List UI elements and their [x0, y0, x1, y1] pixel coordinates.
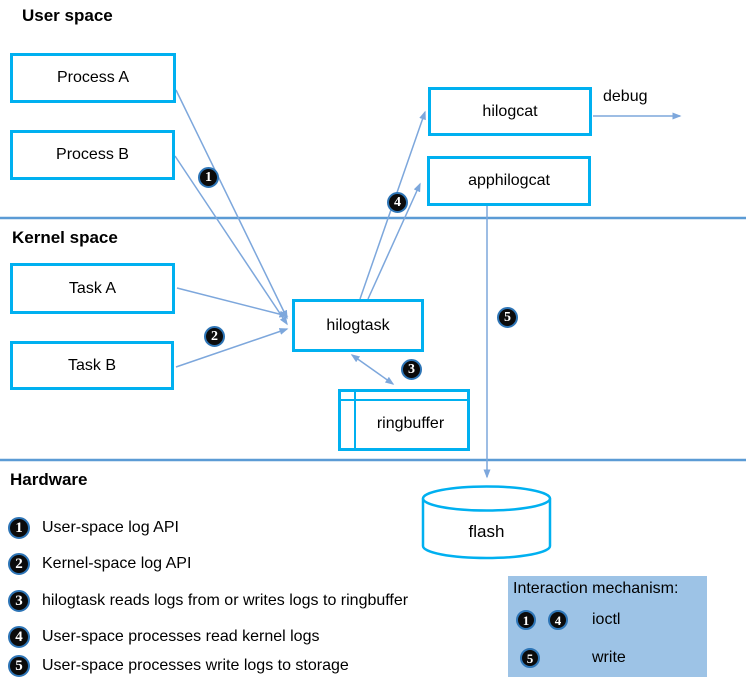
hardware-heading: Hardware: [10, 470, 88, 489]
hilogtask-box: hilogtask: [292, 299, 424, 352]
legend-item-3: 3 hilogtask reads logs from or writes lo…: [8, 590, 408, 612]
legend-5-text: User-space processes write logs to stora…: [42, 657, 349, 674]
process-b-box: Process B: [10, 130, 175, 180]
interaction-mechanism-title: Interaction mechanism:: [513, 580, 679, 597]
step-2-marker: 2: [204, 326, 225, 347]
mechanism-ioctl-badge-1: 1: [516, 610, 536, 630]
kernel-space-heading: Kernel space: [12, 228, 118, 247]
step-3-marker: 3: [401, 359, 422, 380]
interaction-mechanism-box: Interaction mechanism: 1 4 ioctl 5 write: [508, 576, 707, 677]
legend-item-4: 4 User-space processes read kernel logs: [8, 626, 319, 648]
apphilogcat-box: apphilogcat: [427, 156, 591, 206]
step-1-marker: 1: [198, 167, 219, 188]
ringbuffer-label: ringbuffer: [376, 414, 445, 432]
legend-2-text: Kernel-space log API: [42, 555, 192, 572]
task-b-box: Task B: [10, 341, 174, 390]
legend-1-badge: 1: [8, 517, 30, 539]
user-space-heading: User space: [22, 6, 113, 25]
legend-3-badge: 3: [8, 590, 30, 612]
legend-3-text: hilogtask reads logs from or writes logs…: [42, 592, 409, 609]
process-a-box: Process A: [10, 53, 176, 103]
legend-4-text: User-space processes read kernel logs: [42, 628, 320, 645]
arrow-task-b-to-hilogtask: [175, 328, 289, 368]
flash-label: flash: [468, 522, 505, 541]
flash-cylinder: [421, 485, 552, 560]
legend-5-badge: 5: [8, 655, 30, 677]
legend-item-1: 1 User-space log API: [8, 517, 179, 539]
ringbuffer-box: ringbuffer: [338, 389, 470, 451]
legend-1-text: User-space log API: [42, 519, 179, 536]
legend-4-badge: 4: [8, 626, 30, 648]
ringbuffer-top-divider: [341, 399, 467, 401]
task-a-box: Task A: [10, 263, 175, 314]
step-4-marker: 4: [387, 192, 408, 213]
legend-2-badge: 2: [8, 553, 30, 575]
step-5-marker: 5: [497, 307, 518, 328]
hilogcat-box: hilogcat: [428, 87, 592, 136]
mechanism-write-badge-5: 5: [520, 648, 540, 668]
arrow-task-a-to-hilogtask: [176, 287, 289, 318]
legend-item-2: 2 Kernel-space log API: [8, 553, 191, 575]
debug-label: debug: [603, 88, 648, 105]
mechanism-ioctl-label: ioctl: [592, 611, 621, 628]
mechanism-ioctl-badge-4: 4: [548, 610, 568, 630]
ringbuffer-left-divider: [354, 392, 356, 448]
legend-item-5: 5 User-space processes write logs to sto…: [8, 655, 349, 677]
arrow-process-b-to-hilogtask: [174, 155, 288, 326]
mechanism-write-label: write: [592, 649, 626, 666]
arrow-hilogtask-to-apphilogcat: [367, 182, 421, 300]
arrow-process-a-to-hilogtask: [175, 89, 288, 320]
arrow-hilogtask-ringbuffer: [350, 354, 395, 385]
